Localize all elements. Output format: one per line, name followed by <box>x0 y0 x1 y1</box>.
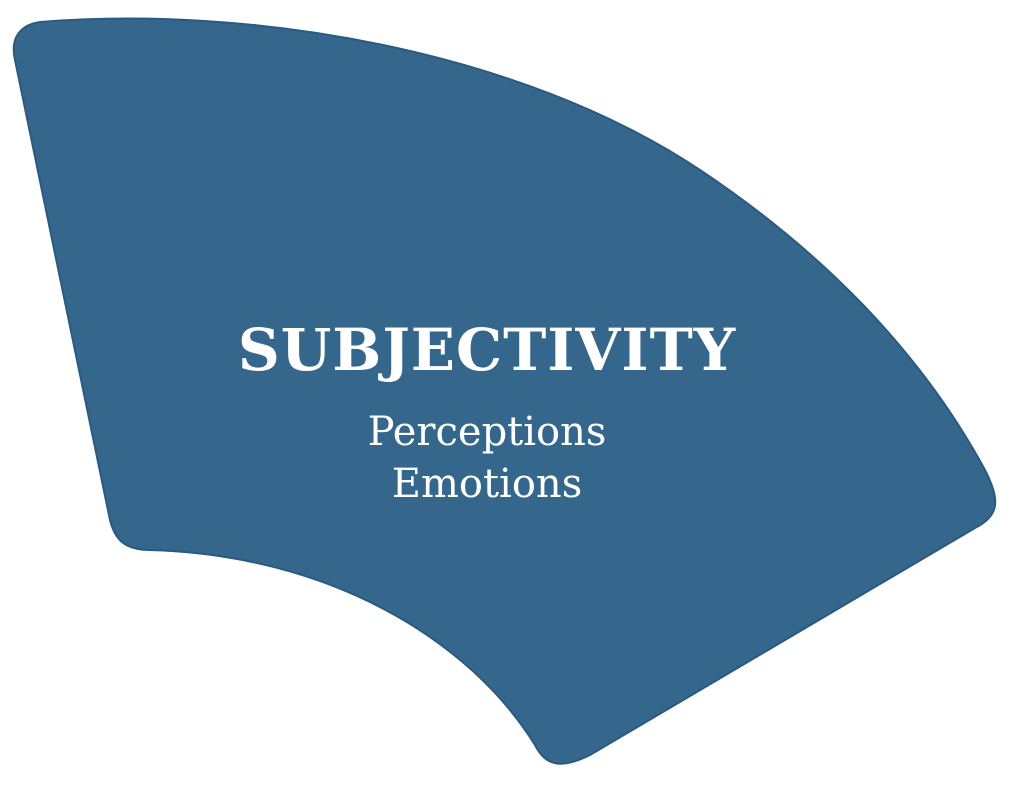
segment-label: SUBJECTIVITY Perceptions Emotions <box>237 310 737 510</box>
segment-title: SUBJECTIVITY <box>237 316 737 384</box>
segment-item-emotions: Emotions <box>391 461 583 507</box>
segment-items: Perceptions Emotions <box>237 406 737 510</box>
segment-item-perceptions: Perceptions <box>367 409 607 455</box>
